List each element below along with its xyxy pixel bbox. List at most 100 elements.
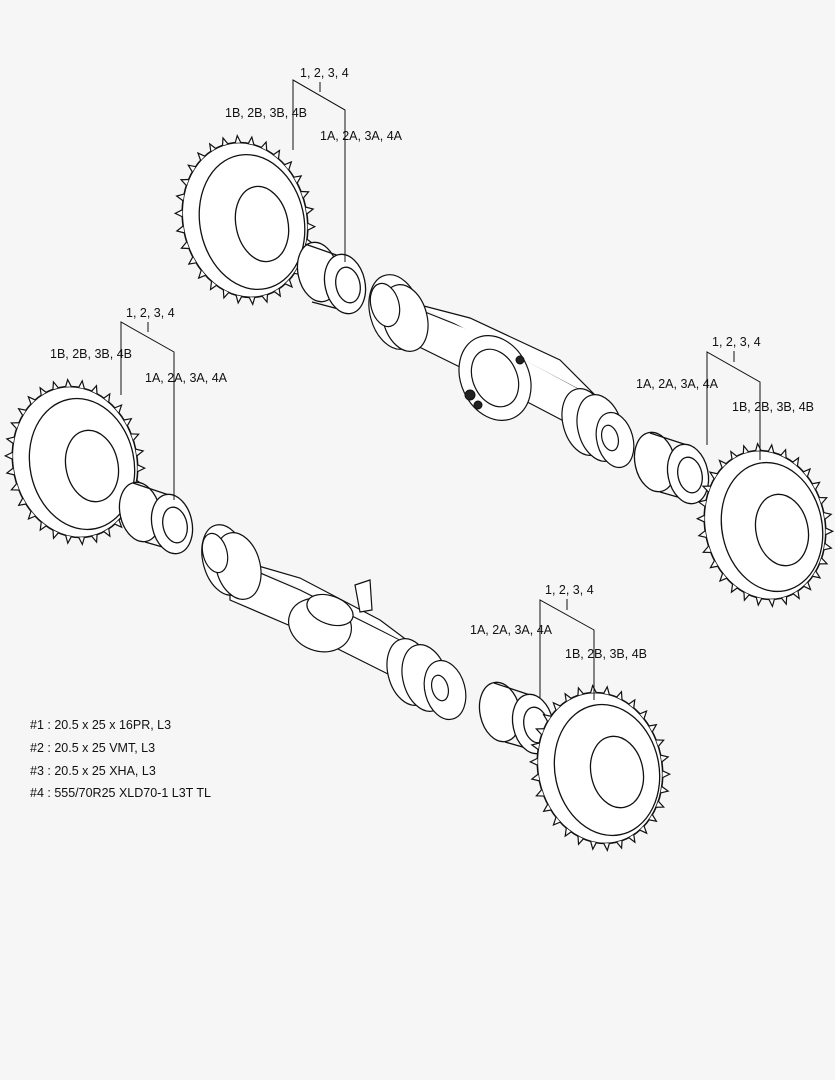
tread-lug — [221, 136, 229, 146]
tread-lug — [662, 770, 672, 779]
tread-lug — [179, 178, 189, 186]
tread-lug — [78, 537, 85, 547]
tread-lug — [825, 527, 835, 536]
tread-lug — [819, 496, 829, 505]
callout-group-label: 1, 2, 3, 4 — [300, 66, 349, 80]
tread-lug — [305, 206, 315, 215]
tread-lug — [564, 827, 572, 838]
callout-tire-label: 1B, 2B, 3B, 4B — [50, 347, 132, 361]
tread-lug — [260, 140, 268, 151]
callout-group-label: 1, 2, 3, 4 — [545, 583, 594, 597]
tread-lug — [91, 384, 98, 394]
lower-right-tire — [528, 683, 672, 853]
tread-lug — [135, 448, 145, 457]
callout-rim-label: 1A, 2A, 3A, 4A — [636, 377, 719, 391]
tread-lug — [9, 422, 19, 430]
tread-lug — [209, 281, 217, 291]
tread-lug — [208, 142, 217, 152]
tread-lug — [780, 596, 788, 606]
tread-lug — [648, 723, 658, 733]
tread-lug — [768, 599, 775, 609]
tread-lug — [701, 485, 711, 493]
tread-lug — [742, 444, 750, 454]
tread-lug — [697, 499, 707, 508]
tread-lug — [534, 728, 544, 736]
tread-lug — [52, 380, 59, 390]
tread-lug — [648, 814, 658, 823]
upper-right-rim — [633, 431, 710, 505]
callout-tire-label: 1B, 2B, 3B, 4B — [225, 106, 307, 120]
tread-lug — [284, 160, 293, 171]
tread-lug — [284, 279, 294, 289]
tread-lug — [39, 386, 47, 396]
tread-lug — [273, 288, 282, 298]
tread-lug — [197, 269, 206, 280]
lower-left-rim — [118, 481, 194, 555]
tread-lug — [175, 225, 185, 234]
tread-lug — [709, 560, 718, 569]
upper-axle-assembly — [368, 274, 635, 469]
callout-lower-left: 1, 2, 3, 4 1B, 2B, 3B, 4B 1A, 2A, 3A, 4A — [50, 306, 228, 500]
tread-lug — [590, 841, 597, 851]
tread-lug — [743, 592, 750, 602]
tread-lug — [27, 510, 36, 521]
callout-rim-label: 1A, 2A, 3A, 4A — [320, 129, 403, 143]
callout-lower-right: 1, 2, 3, 4 1A, 2A, 3A, 4A 1B, 2B, 3B, 4B — [470, 583, 647, 700]
tread-lug — [3, 451, 13, 460]
tread-lugs — [528, 683, 672, 853]
tread-lug — [660, 785, 670, 794]
tread-lugs — [173, 134, 317, 306]
tread-lug — [803, 467, 812, 477]
tread-lug — [695, 514, 705, 523]
tread-lug — [52, 530, 59, 540]
callout-upper-right: 1, 2, 3, 4 1A, 2A, 3A, 4A 1B, 2B, 3B, 4B — [636, 335, 814, 460]
tread-lug — [114, 403, 123, 414]
tread-lug — [114, 519, 123, 529]
tread-lug — [701, 545, 711, 554]
tread-lug — [65, 377, 72, 387]
tread-lug — [718, 459, 727, 468]
tread-lug — [530, 742, 540, 751]
tread-lug — [222, 289, 230, 300]
tread-lug — [103, 392, 111, 403]
tread-lug — [196, 151, 206, 161]
tread-lug — [730, 450, 738, 460]
tread-lug — [175, 193, 185, 202]
tread-lug — [78, 379, 85, 389]
tread-lug — [628, 698, 636, 709]
tread-lug — [812, 481, 821, 490]
upper-left-rim — [296, 241, 367, 315]
tread-lug — [819, 557, 829, 565]
tread-lug — [91, 534, 98, 544]
tread-lug — [528, 757, 538, 766]
callout-group-label: 1, 2, 3, 4 — [126, 306, 175, 320]
tread-lug — [542, 713, 552, 722]
callout-group-label: 1, 2, 3, 4 — [712, 335, 761, 349]
callout-upper-left: 1, 2, 3, 4 1B, 2B, 3B, 4B 1A, 2A, 3A, 4A — [225, 66, 403, 262]
lower-left-tire — [3, 377, 147, 547]
tread-lug — [564, 692, 572, 702]
tread-lug — [697, 530, 707, 539]
tread-lug — [755, 597, 763, 607]
tread-lug — [603, 843, 610, 853]
tread-lug — [718, 573, 727, 583]
tread-lug — [823, 511, 833, 520]
tread-lug — [234, 134, 242, 143]
tread-lug — [293, 175, 303, 184]
tread-lug — [103, 528, 111, 538]
tread-lug — [247, 135, 255, 145]
tread-lug — [27, 395, 36, 405]
tread-lug — [577, 836, 584, 846]
callout-tire-label: 1B, 2B, 3B, 4B — [732, 400, 814, 414]
tread-lug — [812, 570, 822, 579]
legend-item: #3 : 20.5 x 25 XHA, L3 — [30, 764, 156, 778]
tread-lug — [616, 840, 623, 850]
legend-item: #2 : 20.5 x 25 VMT, L3 — [30, 741, 155, 755]
tread-lug — [530, 773, 540, 782]
upper-right-tire — [695, 441, 835, 609]
tire-spec-legend: #1 : 20.5 x 25 x 16PR, L3 #2 : 20.5 x 25… — [30, 718, 211, 800]
legend-item: #4 : 555/70R25 XLD70-1 L3T TL — [30, 786, 211, 800]
legend-item: #1 : 20.5 x 25 x 16PR, L3 — [30, 718, 171, 732]
